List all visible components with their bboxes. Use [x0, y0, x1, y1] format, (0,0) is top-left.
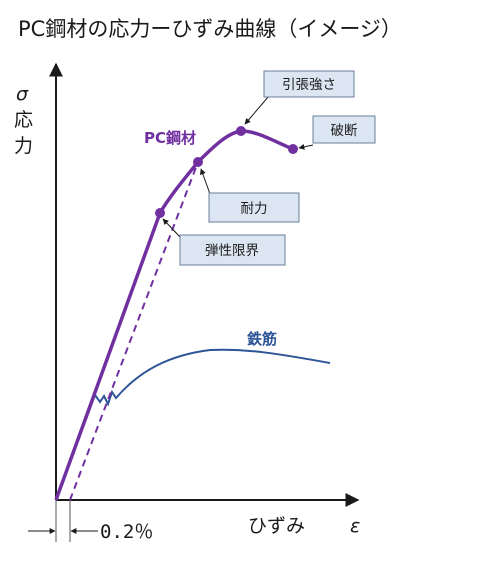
elastic-limit-text: 弾性限界 — [205, 243, 259, 259]
diagram-title: PC鋼材の応力ーひずみ曲線（イメージ） — [18, 17, 402, 41]
offset-line — [69, 161, 199, 501]
y-axis-label-char-1: 応 — [14, 109, 33, 131]
x-axis-symbol: ε — [350, 515, 360, 537]
tensile-strength-point — [236, 126, 246, 136]
fracture-arrow — [298, 143, 314, 150]
x-axis-label: ひずみ — [248, 515, 305, 537]
y-axis-label-char-2: 力 — [14, 135, 33, 157]
proof-stress-text: 耐力 — [241, 201, 268, 217]
fracture-point — [288, 144, 298, 154]
tensile-strength-callout — [263, 70, 355, 98]
pc-steel-curve — [54, 129, 294, 501]
elastic-limit-arrow — [162, 218, 181, 238]
proof-stress-point — [193, 157, 203, 167]
pc-steel-series-label: PC鋼材 — [144, 129, 196, 147]
tensile-strength-arrow — [244, 95, 270, 125]
elastic-limit-point — [155, 208, 165, 218]
tensile-strength-text: 引張強さ — [282, 77, 336, 93]
fracture-callout — [312, 115, 376, 144]
proof-stress-arrow — [200, 168, 211, 195]
offset-label: 0.2％ — [100, 521, 153, 543]
rebar-curve — [55, 348, 331, 501]
proof-stress-callout — [208, 192, 300, 223]
y-axis-symbol: σ — [16, 83, 29, 105]
elastic-limit-callout — [179, 234, 286, 266]
fracture-text: 破断 — [331, 123, 358, 139]
rebar-series-label: 鉄筋 — [247, 330, 277, 348]
